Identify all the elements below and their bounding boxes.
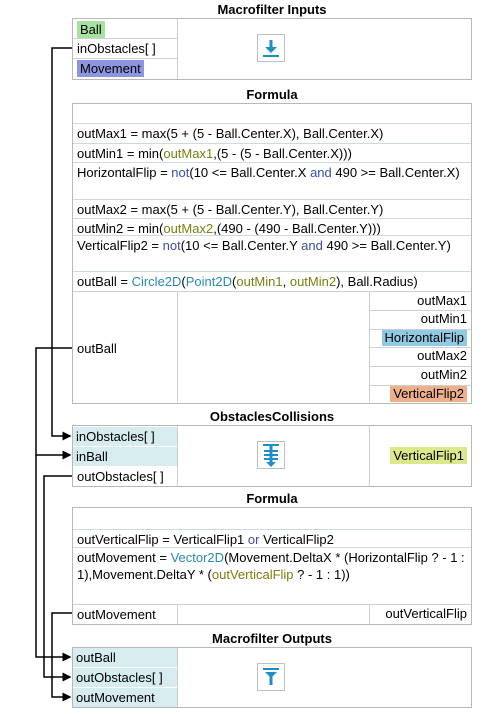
formula1-output-label: HorizontalFlip [381,329,467,346]
collisions-output-verticalflip1[interactable]: VerticalFlip1 [390,447,467,465]
input-port-movement[interactable]: Movement [74,59,144,78]
formula2-line-2-segment: ? - 1 : 1)) [293,567,350,582]
formula1-line-1-segment: outMax1 = max(5 + (5 - Ball.Center.X), B… [77,126,384,141]
formula1-line-7-segment: outBall = [77,274,132,289]
formula2-line-1-segment: outVerticalFlip = VerticalFlip1 [77,532,248,547]
formula2-line-2-segment: Vector2D [170,550,225,565]
formula1-output-horizontalflip[interactable]: HorizontalFlip [381,329,467,347]
formula1-line-5-segment: outMin2 = min( [77,221,164,236]
formula1-output-label: VerticalFlip2 [390,385,467,402]
formula1-block[interactable]: outMax1 = max(5 + (5 - Ball.Center.X), B… [72,103,472,404]
formula2-line-2-segment: outMovement = [77,550,171,565]
formula1-line-3-segment: HorizontalFlip = [77,165,172,180]
formula1-line-2-segment: outMax1 [163,146,214,161]
formula2-line-2-segment: outVerticalFlip [211,567,294,582]
formula1-line-6-segment: (10 <= Ball.Center.Y [180,238,302,253]
formula1-line-6-segment: VerticalFlip2 = [77,238,163,253]
wire-outball-to-inball [35,347,72,460]
input-port-ball[interactable]: Ball [74,20,105,39]
formula1-line-5[interactable]: outMin2 = min(outMax2,(490 - (490 - Ball… [73,218,471,236]
formula1-input-outball[interactable]: outBall [77,341,117,356]
formula2-input-outmovement[interactable]: outMovement [77,607,156,622]
formula1-line-3-segment: (10 <= Ball.Center.X [189,165,311,180]
collisions-input-inball[interactable]: inBall [73,447,177,466]
formula2-title: Formula [246,491,298,506]
formula1-line-5-segment: outMax2 [163,221,214,236]
formula1-output-outmax2[interactable]: outMax2 [417,347,467,365]
formula1-output-outmin2[interactable]: outMin2 [421,366,467,384]
macrofilter-outputs-block[interactable]: outBall outObstacles[ ] outMovement [72,647,472,708]
formula1-output-outmin1[interactable]: outMin1 [421,310,467,328]
collisions-output-outobstacles[interactable]: outObstacles[ ] [77,469,164,484]
formula1-line-6[interactable]: VerticalFlip2 = not(10 <= Ball.Center.Y … [73,235,471,271]
formula1-line-7-segment: , [282,274,290,289]
formula1-line-7-segment: Point2D [185,274,233,289]
formula1-line-7-segment: ( [181,274,186,289]
formula1-line-6-segment: not [162,238,181,253]
formula1-line-7-segment: Circle2D [131,274,182,289]
formula1-output-label: outMin2 [420,367,467,382]
formula2-block[interactable]: outVerticalFlip = VerticalFlip1 or Verti… [72,507,472,625]
movement-label: Movement [77,60,144,77]
formula1-output-label: outMax2 [417,348,467,363]
wire-outball-to-output [35,455,72,662]
formula1-output-label: outMin1 [420,311,467,326]
obstacles-collisions-block[interactable]: inObstacles[ ] inBall outObstacles[ ] Ve… [72,425,472,487]
collisions-input-inobstacles[interactable]: inObstacles[ ] [73,427,177,446]
formula1-line-4[interactable]: outMax2 = max(5 + (5 - Ball.Center.Y), B… [73,199,471,218]
ball-label: Ball [77,21,105,38]
output-port-outmovement[interactable]: outMovement [73,688,177,707]
formula1-line-2-segment: outMin1 = min( [77,146,164,161]
output-port-outball[interactable]: outBall [73,648,177,667]
formula1-line-2[interactable]: outMin1 = min(outMax1,(5 - (5 - Ball.Cen… [73,143,471,162]
formula1-line-5-segment: ,(490 - (490 - Ball.Center.Y))) [213,221,381,236]
outputs-title: Macrofilter Outputs [212,631,332,646]
download-icon[interactable] [257,34,285,62]
formula1-line-7-segment: ( [232,274,237,289]
loop-step-icon[interactable] [257,441,285,469]
formula1-line-4-segment: outMax2 = max(5 + (5 - Ball.Center.Y), B… [77,202,384,217]
upload-icon[interactable] [257,663,285,691]
formula1-output-verticalflip2[interactable]: VerticalFlip2 [390,385,467,403]
formula1-line-3-segment: and [310,165,332,180]
formula1-output-label: outMax1 [417,293,467,308]
formula1-line-7[interactable]: outBall = Circle2D(Point2D(outMin1, outM… [73,271,471,291]
formula1-line-6-segment: and [301,238,323,253]
wire-outobstacles [43,475,72,682]
formula2-output-outverticalflip[interactable]: outVerticalFlip [385,606,467,621]
formula1-line-6-segment: 490 >= Ball.Center.Y) [322,238,451,253]
formula1-line-2-segment: ,(5 - (5 - Ball.Center.X))) [213,146,352,161]
formula1-line-3-segment: 490 >= Ball.Center.X) [331,165,460,180]
input-port-inobstacles[interactable]: inObstacles[ ] [77,41,156,56]
formula1-line-1[interactable]: outMax1 = max(5 + (5 - Ball.Center.X), B… [73,123,471,143]
formula1-line-3[interactable]: HorizontalFlip = not(10 <= Ball.Center.X… [73,162,471,199]
formula2-line-1-segment: VerticalFlip2 [259,532,334,547]
collisions-title: ObstaclesCollisions [209,409,335,424]
formula1-line-7-segment: outMin2 [289,274,337,289]
formula2-line-1-segment: or [247,532,260,547]
formula1-output-outmax1[interactable]: outMax1 [417,292,467,310]
inputs-title: Macrofilter Inputs [217,2,327,17]
wire-outmovement [51,612,72,702]
output-port-outobstacles[interactable]: outObstacles[ ] [73,668,177,687]
formula1-line-7-segment: outMin1 [236,274,283,289]
formula1-line-7-segment: ), Ball.Radius) [336,274,418,289]
formula1-line-3-segment: not [171,165,190,180]
formula2-line-2[interactable]: outMovement = Vector2D(Movement.DeltaX *… [73,547,471,604]
macrofilter-inputs-block[interactable]: Ball inObstacles[ ] Movement [72,18,472,80]
wire-inobstacles [51,47,72,441]
formula1-title: Formula [246,87,298,102]
formula2-line-1[interactable]: outVerticalFlip = VerticalFlip1 or Verti… [73,529,471,547]
formula2-line-2-segment: (Movement.DeltaX * (HorizontalFlip ? - 1… [77,550,465,582]
